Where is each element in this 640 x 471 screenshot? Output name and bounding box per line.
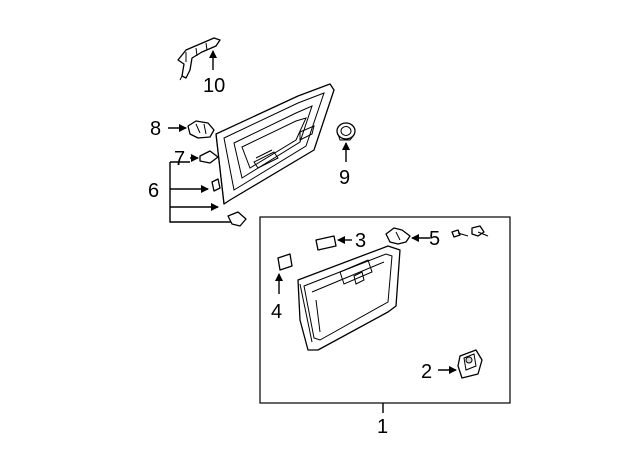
latch-clip-part[interactable] [187, 120, 215, 139]
callout-6: 6 [148, 180, 159, 202]
bumper-stop-part[interactable] [336, 122, 356, 141]
callout-9: 9 [339, 167, 350, 189]
label-part[interactable] [315, 235, 337, 251]
callout-1: 1 [377, 416, 388, 438]
callout-4: 4 [271, 301, 282, 323]
glove-box-bin-part[interactable] [297, 245, 401, 351]
bracket-6 [169, 162, 232, 223]
glove-box-assembly-frame [259, 216, 511, 404]
callout-8: 8 [150, 118, 161, 140]
hinge-bracket-part[interactable] [177, 37, 221, 81]
callout-2: 2 [421, 361, 432, 383]
screw-part[interactable] [471, 225, 489, 237]
striker-part[interactable] [385, 227, 411, 245]
latch-handle-part[interactable] [457, 349, 483, 379]
callout-3: 3 [355, 230, 366, 252]
screw-part[interactable] [451, 229, 469, 238]
callout-7: 7 [174, 148, 185, 170]
callout-5: 5 [429, 228, 440, 250]
spacer-part[interactable] [227, 211, 247, 227]
small-pad-part[interactable] [211, 178, 221, 192]
callout-10: 10 [203, 75, 225, 97]
opening-frame-part[interactable] [215, 83, 335, 205]
pad-part[interactable] [199, 150, 219, 164]
lower-pad-part[interactable] [277, 253, 293, 271]
